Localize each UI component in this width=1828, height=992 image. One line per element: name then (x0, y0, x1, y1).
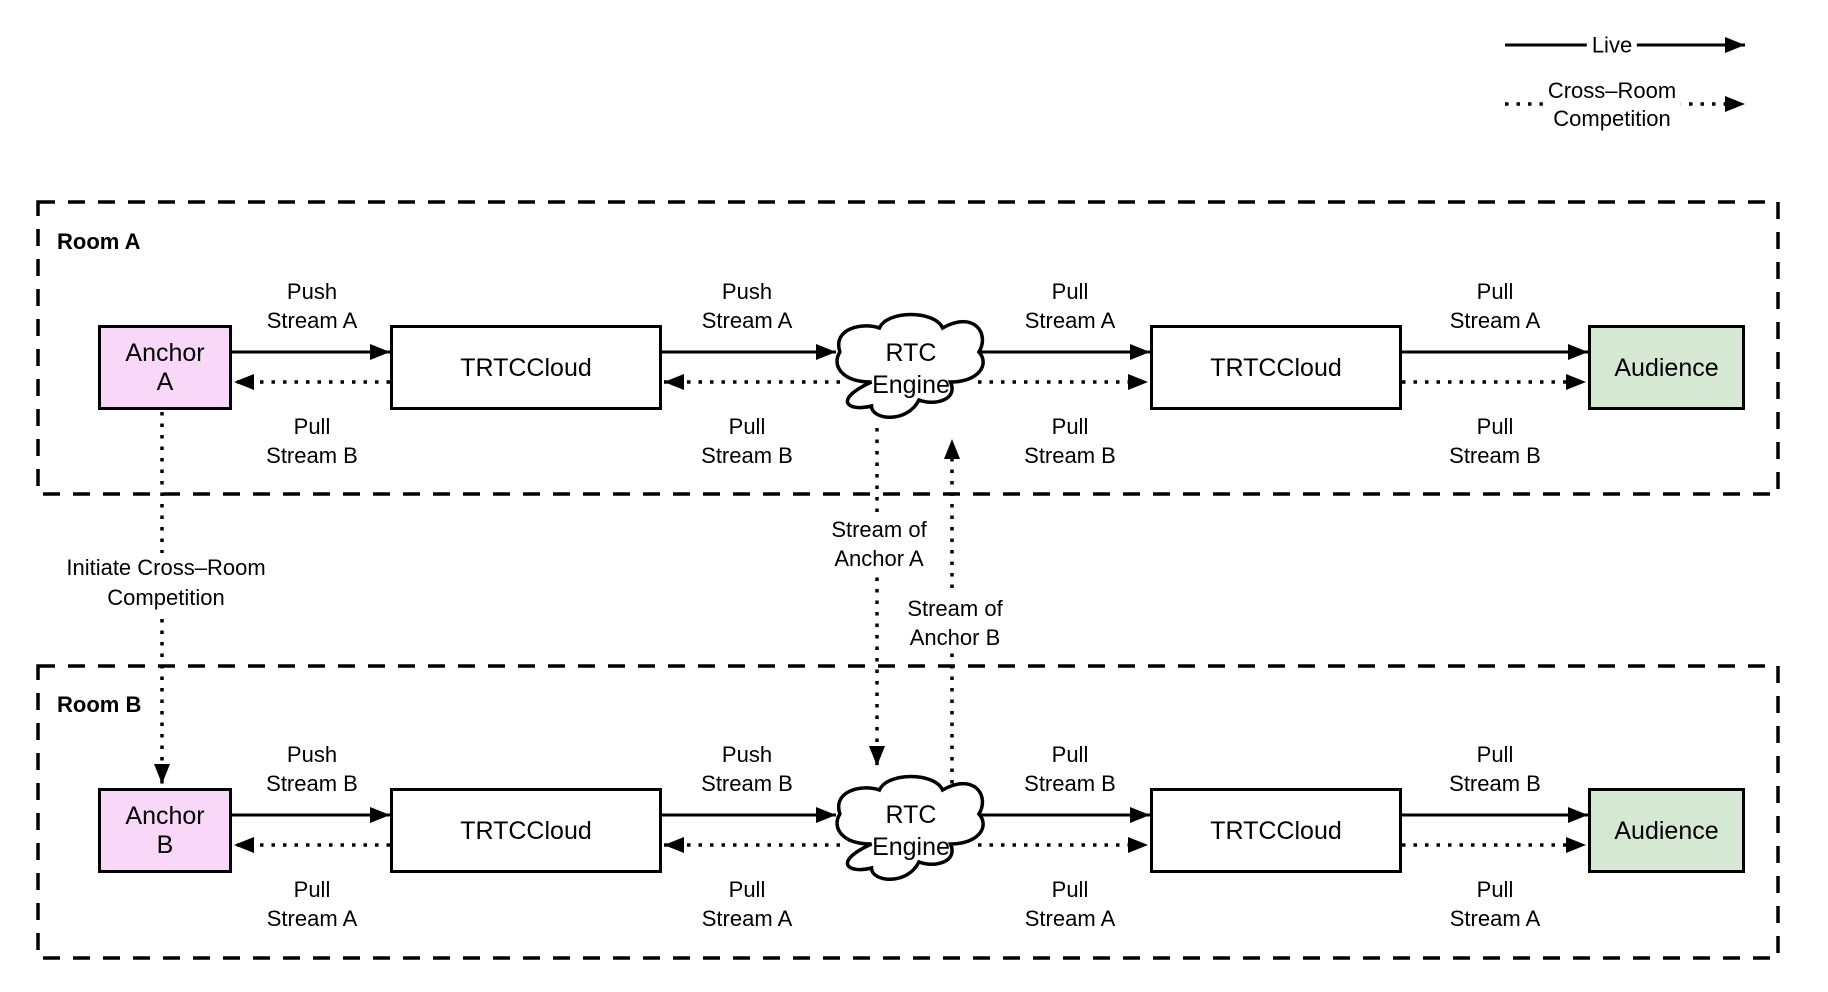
room-a-rtc-engine-line2: Engine (872, 371, 950, 399)
stream-of-anchor-a-line1: Stream of (831, 517, 927, 542)
room-a-flow1-top-line2: Stream A (266, 308, 358, 333)
room-b-flow4-bottom-line1: Pull (1476, 877, 1514, 902)
room-b-flow2-top-line2: Stream B (701, 771, 793, 796)
room-b-flow3-bottom-line1: Pull (1051, 877, 1089, 902)
room-a-flow3-bottom-line1: Pull (1051, 414, 1089, 439)
stream-of-anchor-b-line1: Stream of (907, 596, 1003, 621)
room-b-flow2-top-label: Push Stream B (701, 740, 793, 798)
room-a-flow3-top-label: Pull Stream A (1025, 277, 1115, 335)
room-a-title: Room A (57, 229, 141, 254)
room-b-flow1-bottom-label: Pull Stream A (267, 875, 357, 933)
initiate-line1: Initiate Cross–Room (66, 555, 266, 580)
room-b-anchor-line1: Anchor (125, 801, 205, 830)
room-b-flow2-bottom-label: Pull Stream A (702, 875, 792, 933)
stream-of-anchor-b-label: Stream of Anchor B (902, 594, 1008, 652)
room-a-trtccloud-right-label: TRTCCloud (1210, 353, 1342, 382)
room-a-anchor-line1: Anchor (125, 338, 205, 367)
room-b-rtc-engine-label: RTC Engine (872, 799, 950, 863)
stream-of-anchor-a-label: Stream of Anchor A (826, 515, 932, 573)
room-b-anchor-line2: B (156, 830, 174, 859)
legend-cross-room-label: Cross–Room Competition (1542, 77, 1682, 133)
room-a-anchor-label: Anchor A (125, 339, 204, 397)
room-b-trtccloud-right-node: TRTCCloud (1150, 788, 1402, 873)
room-a-flow4-top-line2: Stream A (1449, 308, 1541, 333)
room-a-flow3-bottom-line2: Stream B (1024, 443, 1116, 468)
room-a-flow4-top-line1: Pull (1476, 279, 1514, 304)
legend-live-label: Live (1586, 30, 1638, 60)
room-a-flow1-bottom-label: Pull Stream B (266, 412, 358, 470)
room-b-trtccloud-left-label: TRTCCloud (460, 816, 592, 845)
room-b-trtccloud-left-node: TRTCCloud (390, 788, 662, 873)
room-b-flow3-top-line2: Stream B (1024, 771, 1116, 796)
room-a-anchor-line2: A (156, 367, 174, 396)
room-b-flow1-top-line2: Stream B (266, 771, 358, 796)
room-a-boundary (36, 200, 1780, 496)
room-b-flow2-bottom-line1: Pull (728, 877, 766, 902)
room-b-flow3-top-line1: Pull (1051, 742, 1089, 767)
room-a-flow1-bottom-line1: Pull (293, 414, 331, 439)
room-a-rtc-engine-label: RTC Engine (872, 337, 950, 401)
initiate-line2: Competition (107, 585, 225, 610)
room-b-title: Room B (57, 692, 142, 717)
room-b-rtc-engine-line1: RTC (885, 801, 937, 829)
room-a-flow1-top-label: Push Stream A (267, 277, 357, 335)
room-b-flow3-top-label: Pull Stream B (1024, 740, 1116, 798)
room-a-flow4-bottom-line2: Stream B (1449, 443, 1541, 468)
room-a-trtccloud-left-node: TRTCCloud (390, 325, 662, 410)
room-b-flow4-top-line1: Pull (1476, 742, 1514, 767)
room-b-flow1-bottom-line1: Pull (293, 877, 331, 902)
stream-of-anchor-b-line2: Anchor B (909, 625, 1001, 650)
room-a-trtccloud-left-label: TRTCCloud (460, 353, 592, 382)
room-b-flow3-bottom-line2: Stream A (1024, 906, 1116, 931)
room-b-audience-node: Audience (1588, 788, 1745, 873)
room-a-audience-node: Audience (1588, 325, 1745, 410)
room-b-flow1-bottom-line2: Stream A (266, 906, 358, 931)
room-a-flow3-bottom-label: Pull Stream B (1024, 412, 1116, 470)
room-a-flow2-bottom-line2: Stream B (701, 443, 793, 468)
room-b-flow2-top-line1: Push (721, 742, 773, 767)
room-a-trtccloud-right-node: TRTCCloud (1150, 325, 1402, 410)
room-b-flow4-bottom-label: Pull Stream A (1450, 875, 1540, 933)
room-b-boundary (36, 664, 1780, 960)
room-b-audience-label: Audience (1614, 816, 1719, 845)
room-a-flow2-top-label: Push Stream A (702, 277, 792, 335)
room-b-anchor-node: Anchor B (98, 788, 232, 873)
legend-cross-room-line1: Cross–Room (1547, 78, 1677, 103)
room-b-trtccloud-right-label: TRTCCloud (1210, 816, 1342, 845)
room-b-flow3-bottom-label: Pull Stream A (1025, 875, 1115, 933)
stream-of-anchor-a-line2: Anchor A (834, 546, 924, 571)
room-a-flow4-top-label: Pull Stream A (1450, 277, 1540, 335)
room-a-flow2-bottom-line1: Pull (728, 414, 766, 439)
room-a-anchor-node: Anchor A (98, 325, 232, 410)
room-a-flow4-bottom-line1: Pull (1476, 414, 1514, 439)
room-a-flow1-bottom-line2: Stream B (266, 443, 358, 468)
room-b-flow4-top-line2: Stream B (1449, 771, 1541, 796)
room-a-rtc-engine-line1: RTC (885, 339, 937, 367)
room-b-flow4-bottom-line2: Stream A (1449, 906, 1541, 931)
initiate-cross-room-label: Initiate Cross–Room Competition (61, 553, 271, 613)
legend-live-text: Live (1591, 32, 1633, 58)
room-b-rtc-engine-line2: Engine (872, 833, 950, 861)
room-a-flow3-top-line2: Stream A (1024, 308, 1116, 333)
room-b-flow4-top-label: Pull Stream B (1449, 740, 1541, 798)
room-a-flow2-top-line2: Stream A (701, 308, 793, 333)
room-a-flow3-top-line1: Pull (1051, 279, 1089, 304)
room-a-flow1-top-line1: Push (286, 279, 338, 304)
room-a-flow4-bottom-label: Pull Stream B (1449, 412, 1541, 470)
room-b-anchor-label: Anchor B (125, 802, 204, 860)
room-b-flow1-top-label: Push Stream B (266, 740, 358, 798)
room-a-audience-label: Audience (1614, 353, 1719, 382)
room-b-flow1-top-line1: Push (286, 742, 338, 767)
room-b-flow2-bottom-line2: Stream A (701, 906, 793, 931)
room-a-flow2-bottom-label: Pull Stream B (701, 412, 793, 470)
room-a-flow2-top-line1: Push (721, 279, 773, 304)
legend-cross-room-line2: Competition (1553, 106, 1671, 131)
